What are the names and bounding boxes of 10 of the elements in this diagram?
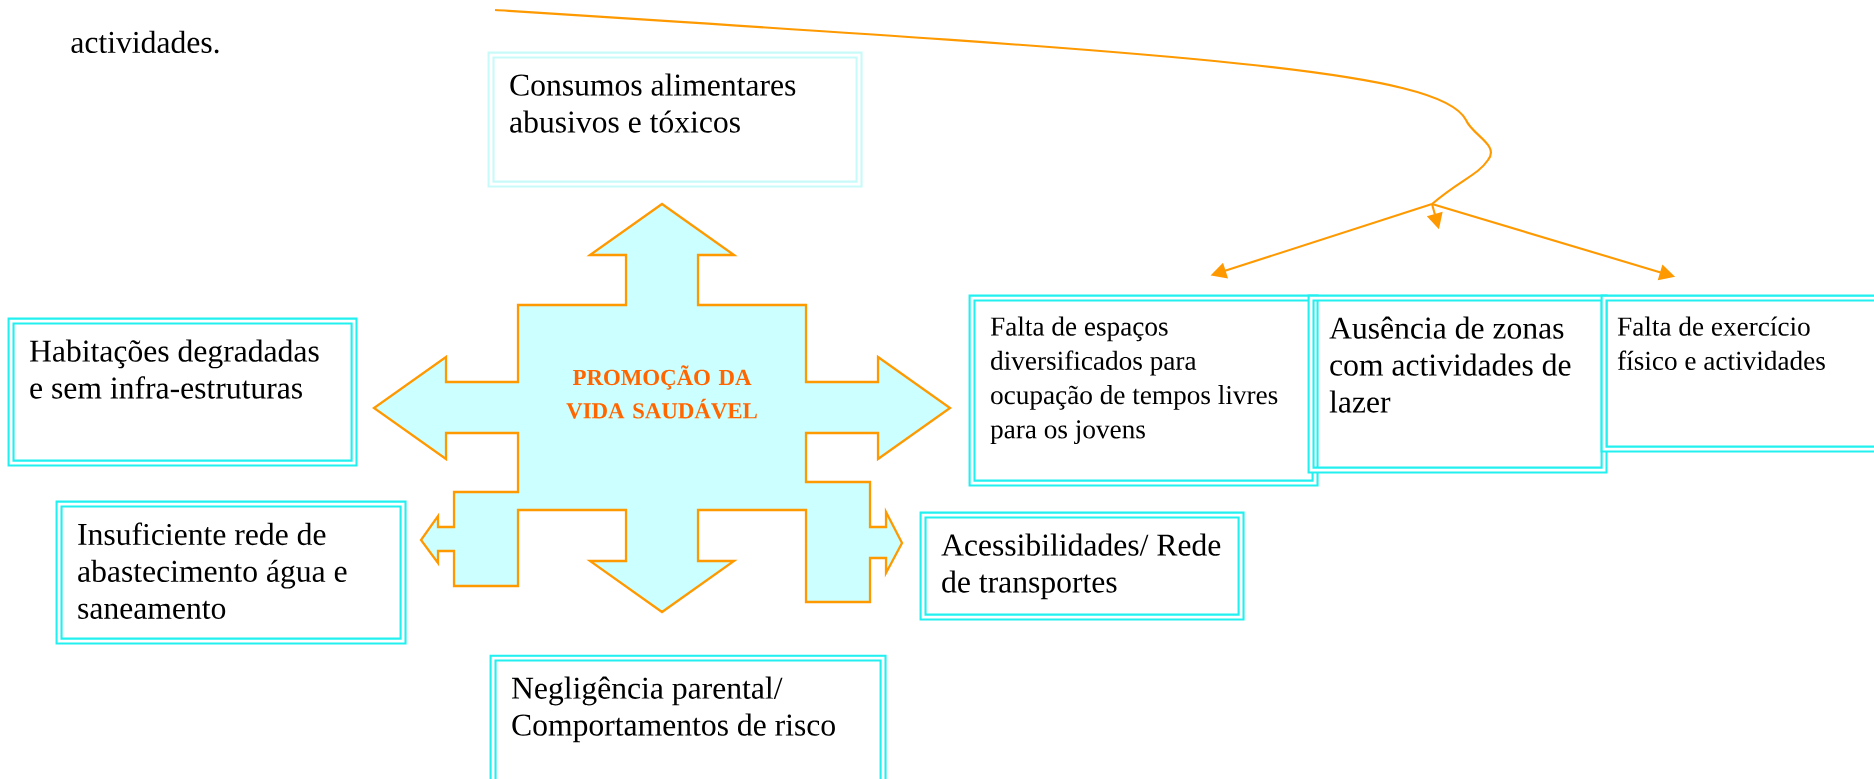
curved-line [494,8,1492,205]
text-box: Habitações degradadas e sem infra-estruturas [7,317,358,467]
text-box: Falta de espaços diversificados para ocupação de tempos livres para os jovens [968,294,1319,487]
text-box: Consumos alimentares abusivos e tóxicos [487,51,863,188]
text-line: actividades. [71,30,219,54]
text-box: Falta de exercício físico e actividades [1600,294,1874,453]
text-box: Insuficiente rede de abastecimento água e saneamento [55,500,407,645]
text-box: Ausência de zonas com actividades de lazer [1307,294,1608,474]
text-box: Negligência parental/ Comportamentos de risco [489,654,887,779]
text-box: Acessibilidades/ Rede de transportes [919,511,1245,621]
